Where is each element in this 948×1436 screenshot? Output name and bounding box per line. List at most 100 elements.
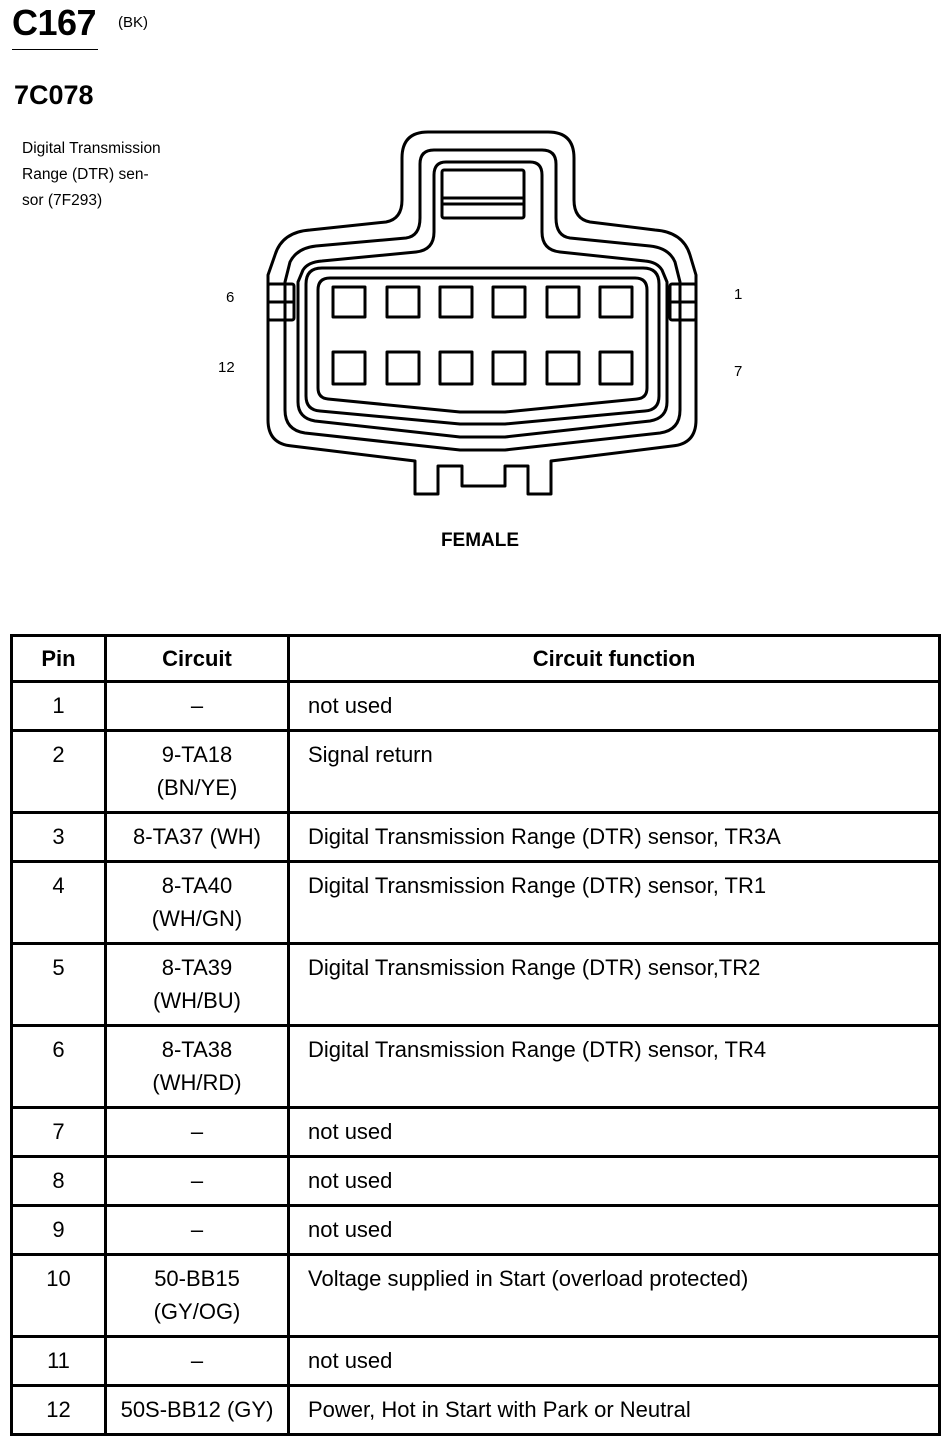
pin-cavity-4 xyxy=(438,285,474,319)
pin-number-cell: 11 xyxy=(10,1335,107,1387)
circuit-function-cell: not used xyxy=(287,1155,941,1207)
table-row: 1 – not used xyxy=(10,680,941,732)
circuit-function-cell: Digital Transmission Range (DTR) sensor,… xyxy=(287,1024,941,1109)
pin-number-cell: 8 xyxy=(10,1155,107,1207)
housing-inner-contour-1 xyxy=(283,148,682,452)
table-header-row: Pin Circuit Circuit function xyxy=(10,634,941,683)
latch-frame xyxy=(440,168,526,220)
connector-face-diagram xyxy=(266,130,698,496)
table-row: 5 8-TA39 (WH/BU) Digital Transmission Range… xyxy=(10,942,941,1027)
description-line: Range (DTR) sen- xyxy=(22,166,149,183)
pin-cavity-8 xyxy=(545,350,581,386)
circuit-line: (GY/OG) xyxy=(153,1299,241,1324)
circuit-cell: – xyxy=(104,1155,290,1207)
description-line: sor (7F293) xyxy=(22,192,103,209)
pin-cavity-5 xyxy=(385,285,421,319)
pin-cavity-7 xyxy=(598,350,634,386)
cavity-inner-wall xyxy=(316,276,649,414)
pin-number-cell: 5 xyxy=(10,942,107,1027)
circuit-function-cell: not used xyxy=(287,1335,941,1387)
pin-number-cell: 12 xyxy=(10,1384,107,1436)
circuit-cell: – xyxy=(104,680,290,732)
header-circuit: Circuit xyxy=(104,634,290,683)
circuit-function-cell: Digital Transmission Range (DTR) sensor,… xyxy=(287,811,941,863)
circuit-function-cell: Power, Hot in Start with Park or Neutral xyxy=(287,1384,941,1436)
circuit-cell: 8-TA38 (WH/RD) xyxy=(104,1024,290,1109)
circuit-function-cell: not used xyxy=(287,1204,941,1256)
circuit-line: – xyxy=(190,1217,204,1242)
circuit-function-cell: not used xyxy=(287,1106,941,1158)
header-circuit-function: Circuit function xyxy=(287,634,941,683)
table-row: 9 – not used xyxy=(10,1204,941,1256)
circuit-line: – xyxy=(190,1348,204,1373)
circuit-line: 9-TA18 xyxy=(161,742,233,767)
circuit-cell: 50-BB15 (GY/OG) xyxy=(104,1253,290,1338)
pin-cavity-10 xyxy=(438,350,474,386)
circuit-line: 8-TA39 xyxy=(161,955,233,980)
pin-label-bottom-right: 7 xyxy=(734,363,743,380)
pin-label-top-left: 6 xyxy=(226,289,235,306)
housing-inner-contour-2 xyxy=(296,160,669,439)
description-line: Digital Transmission xyxy=(22,140,161,157)
connector-color: (BK) xyxy=(118,14,148,31)
circuit-line: – xyxy=(190,693,204,718)
circuit-cell: 9-TA18 (BN/YE) xyxy=(104,729,290,814)
component-description: Digital Transmission Range (DTR) sen- so… xyxy=(22,136,222,214)
cavity-surround xyxy=(304,266,661,426)
pin-number-cell: 9 xyxy=(10,1204,107,1256)
circuit-line: (WH/GN) xyxy=(151,906,243,931)
circuit-cell: 8-TA39 (WH/BU) xyxy=(104,942,290,1027)
pin-number-cell: 6 xyxy=(10,1024,107,1109)
table-row: 6 8-TA38 (WH/RD) Digital Transmission Range… xyxy=(10,1024,941,1109)
pin-number-cell: 7 xyxy=(10,1106,107,1158)
circuit-line: 8-TA40 xyxy=(161,873,233,898)
circuit-line: 8-TA38 xyxy=(161,1037,233,1062)
pin-number-cell: 10 xyxy=(10,1253,107,1338)
circuit-cell: 8-TA37 (WH) xyxy=(104,811,290,863)
circuit-function-cell: not used xyxy=(287,680,941,732)
pin-number-cell: 2 xyxy=(10,729,107,814)
circuit-line: 50S-BB12 (GY) xyxy=(120,1397,274,1422)
circuit-function-cell: Digital Transmission Range (DTR) sensor,… xyxy=(287,942,941,1027)
table-row: 3 8-TA37 (WH) Digital Transmission Range (… xyxy=(10,811,941,863)
pin-cavity-1 xyxy=(598,285,634,319)
table-row: 7 – not used xyxy=(10,1106,941,1158)
circuit-line: – xyxy=(190,1168,204,1193)
pin-cavity-3 xyxy=(491,285,527,319)
table-row: 2 9-TA18 (BN/YE) Signal return xyxy=(10,729,941,814)
pin-cavity-9 xyxy=(491,350,527,386)
connector-id-underline xyxy=(12,49,98,50)
connector-id: C167 xyxy=(12,2,97,43)
circuit-function-cell: Signal return xyxy=(287,729,941,814)
circuit-cell: 8-TA40 (WH/GN) xyxy=(104,860,290,945)
circuit-function-cell: Digital Transmission Range (DTR) sensor,… xyxy=(287,860,941,945)
pin-cavity-12 xyxy=(331,350,367,386)
circuit-line: (WH/BU) xyxy=(153,988,241,1013)
pin-number-cell: 1 xyxy=(10,680,107,732)
table-row: 4 8-TA40 (WH/GN) Digital Transmission Range… xyxy=(10,860,941,945)
table-row: 8 – not used xyxy=(10,1155,941,1207)
pin-number-cell: 3 xyxy=(10,811,107,863)
table-row: 12 50S-BB12 (GY) Power, Hot in Start with … xyxy=(10,1384,941,1436)
pin-cavity-2 xyxy=(545,285,581,319)
table-row: 11 – not used xyxy=(10,1335,941,1387)
circuit-cell: 50S-BB12 (GY) xyxy=(104,1384,290,1436)
circuit-function-cell: Voltage supplied in Start (overload prot… xyxy=(287,1253,941,1338)
header-pin: Pin xyxy=(10,634,107,683)
circuit-line: (WH/RD) xyxy=(152,1070,242,1095)
circuit-line: – xyxy=(190,1119,204,1144)
circuit-cell: – xyxy=(104,1106,290,1158)
pin-cavity-6 xyxy=(331,285,367,319)
pin-label-bottom-left: 12 xyxy=(218,359,235,376)
circuit-line: 8-TA37 (WH) xyxy=(133,824,261,849)
circuit-line: 50-BB15 xyxy=(154,1266,240,1291)
pin-number-cell: 4 xyxy=(10,860,107,945)
pin-label-top-right: 1 xyxy=(734,286,743,303)
pin-cavity-11 xyxy=(385,350,421,386)
circuit-line: (BN/YE) xyxy=(156,775,238,800)
table-row: 10 50-BB15 (GY/OG) Voltage supplied in Star… xyxy=(10,1253,941,1338)
circuit-cell: – xyxy=(104,1204,290,1256)
circuit-cell: – xyxy=(104,1335,290,1387)
connector-gender-label: FEMALE xyxy=(440,530,520,551)
